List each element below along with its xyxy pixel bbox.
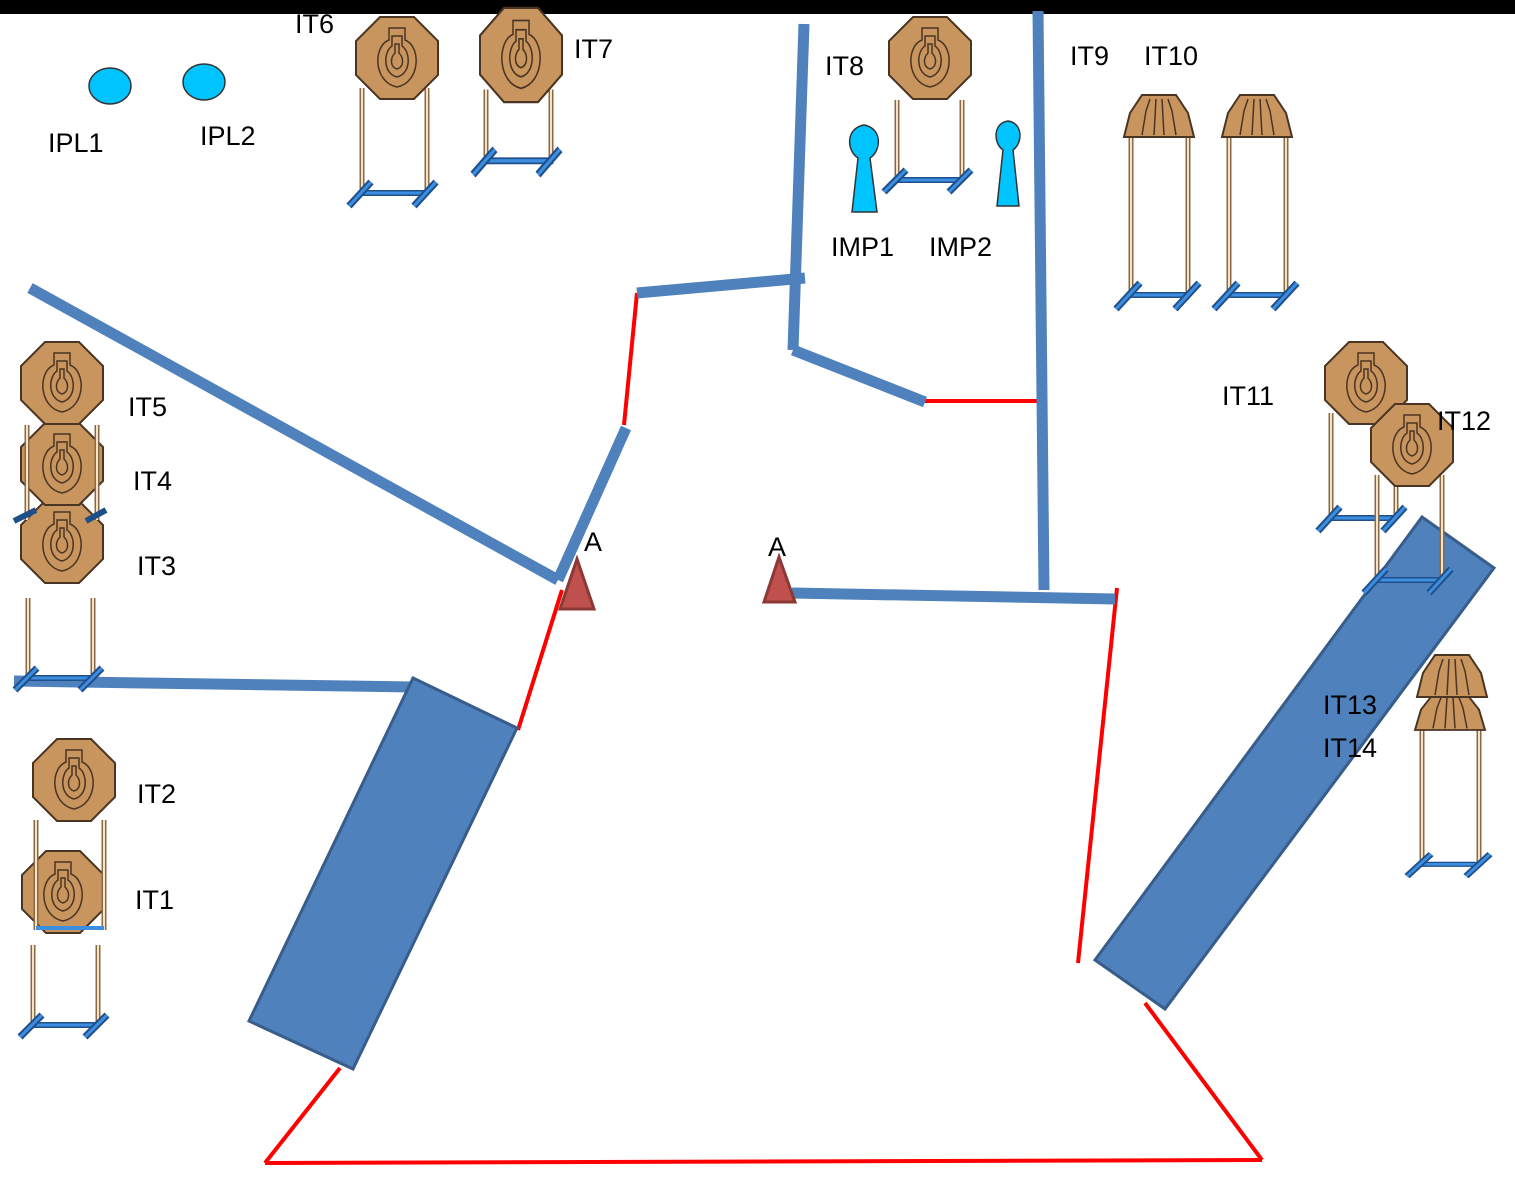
target-it7: IT7 — [473, 8, 613, 175]
target-it3: IT3 — [15, 500, 176, 690]
label-ipl2: IPL2 — [200, 121, 256, 151]
steel-target-icon — [1407, 694, 1490, 876]
walls — [13, 10, 1116, 693]
steel-target-icon — [349, 17, 438, 206]
label-it12: IT12 — [1437, 406, 1491, 436]
steel-target-icon — [1416, 654, 1488, 698]
steel-target-icon — [1214, 95, 1297, 309]
steel-target-icon — [32, 738, 116, 822]
steel-target-icon — [473, 8, 562, 175]
fault-line-left-upper — [622, 292, 639, 426]
wall-top-horizontal — [636, 272, 806, 299]
target-it10: IT10 — [1144, 41, 1297, 309]
left-stand-upper — [12, 425, 108, 524]
target-it13-it14: IT13 IT14 — [1323, 654, 1490, 876]
target-it4: IT4 — [20, 422, 172, 506]
label-it6: IT6 — [295, 9, 334, 39]
popper-target-icon — [88, 67, 132, 105]
wall-center-vertical — [787, 23, 810, 351]
fault-line-left-lower — [516, 589, 564, 731]
fault-lines — [263, 292, 1264, 1165]
target-it6: IT6 — [295, 9, 438, 206]
popper-ipl2: IPL2 — [182, 63, 256, 151]
barrier-right — [1092, 514, 1497, 1012]
stand-icon — [15, 598, 102, 690]
label-it4: IT4 — [133, 466, 172, 496]
start-label-a-right: A — [768, 532, 786, 562]
wall-left-short-diagonal — [552, 425, 632, 583]
target-it11: IT11 — [1222, 342, 1407, 531]
target-it12: IT12 — [1364, 404, 1491, 593]
label-it9: IT9 — [1070, 41, 1109, 71]
fault-line-right — [1076, 587, 1119, 964]
start-cone-right: A — [761, 532, 798, 604]
mini-popper-imp1: IMP1 — [831, 124, 894, 262]
target-it1: IT1 — [20, 850, 174, 1037]
label-it11: IT11 — [1222, 381, 1274, 411]
steel-target-icon — [888, 16, 972, 100]
label-it5: IT5 — [128, 392, 167, 422]
label-ipl1: IPL1 — [48, 128, 104, 158]
start-cone-left: A — [557, 527, 602, 611]
target-it2: IT2 — [32, 738, 176, 930]
wall-right-horizontal — [791, 587, 1116, 605]
popper-target-icon — [182, 63, 226, 101]
stand-icon — [20, 945, 107, 1037]
label-it1: IT1 — [135, 885, 174, 915]
target-it5: IT5 — [20, 341, 167, 425]
target-it9: IT9 — [1070, 41, 1199, 309]
mini-popper-imp2: IMP2 — [929, 120, 1021, 262]
label-it14: IT14 — [1323, 733, 1377, 763]
label-it3: IT3 — [137, 551, 176, 581]
barrier-left — [246, 675, 520, 1071]
fault-line-bottom-left — [263, 1066, 342, 1165]
steel-target-icon — [20, 422, 104, 506]
cone-icon — [557, 554, 597, 611]
label-imp1: IMP1 — [831, 232, 894, 262]
fault-line-bottom-right — [1143, 1001, 1264, 1162]
label-it2: IT2 — [137, 779, 176, 809]
wall-center-diagonal — [790, 344, 928, 408]
label-imp2: IMP2 — [929, 232, 992, 262]
popper-ipl1: IPL1 — [48, 67, 132, 158]
start-label-a-left: A — [584, 527, 602, 557]
cone-icon — [761, 552, 798, 604]
label-it13: IT13 — [1323, 690, 1377, 720]
steel-target-icon — [1116, 95, 1199, 309]
wall-diagonal-left — [27, 283, 561, 585]
mini-popper-target-icon — [995, 120, 1021, 207]
wall-left-horizontal — [13, 675, 413, 693]
steel-target-icon — [20, 341, 104, 425]
stand-icon — [884, 100, 971, 192]
label-it7: IT7 — [574, 34, 613, 64]
fault-line-bottom — [264, 1158, 1263, 1165]
header-bar — [0, 0, 1515, 14]
label-it10: IT10 — [1144, 41, 1198, 71]
target-it8: IT8 — [825, 16, 972, 192]
label-it8: IT8 — [825, 51, 864, 81]
mini-popper-target-icon — [849, 124, 879, 213]
wall-right-vertical — [1032, 10, 1050, 591]
